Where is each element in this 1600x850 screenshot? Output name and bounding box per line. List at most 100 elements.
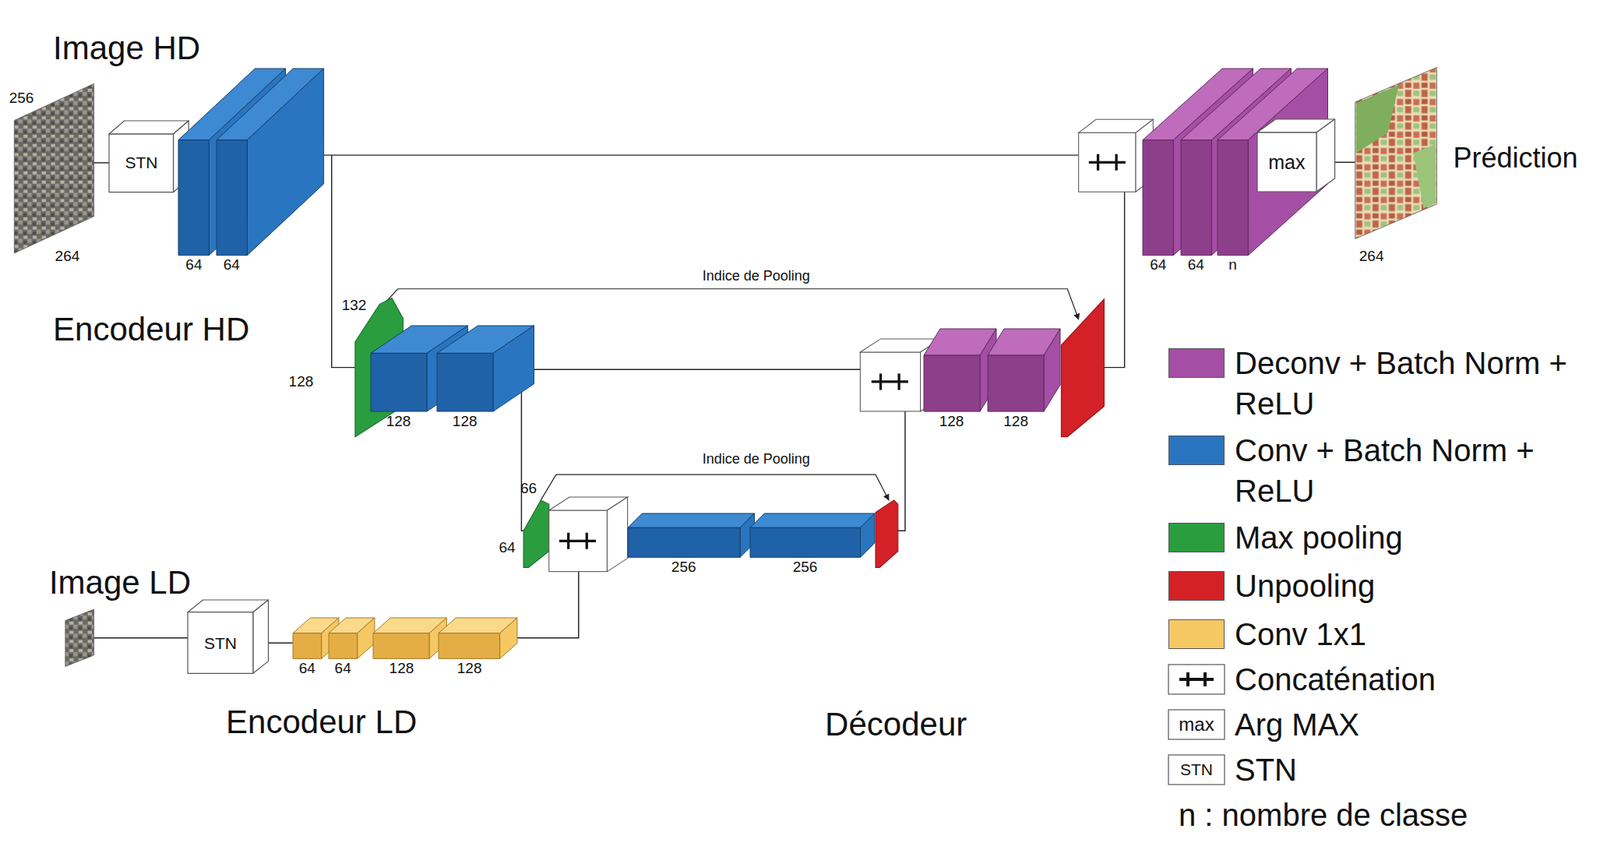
block-front xyxy=(1257,132,1317,192)
argmax-box: max xyxy=(1257,119,1336,192)
text-slot: 128 xyxy=(386,412,412,431)
block-front xyxy=(627,527,741,557)
concat-symbol xyxy=(1088,154,1126,171)
legend-text: Concaténation xyxy=(1234,659,1582,700)
block-shape xyxy=(216,68,325,256)
dimension: 256 xyxy=(9,88,35,106)
block-side xyxy=(493,325,534,412)
block-shape xyxy=(373,617,447,659)
legend-text: Deconv + Batch Norm + ReLU xyxy=(1234,342,1582,424)
concat-face xyxy=(1078,132,1136,192)
section-title: Encodeur LD xyxy=(225,703,417,741)
legend-slot: Conv 1x1 xyxy=(1234,613,1582,655)
block-front xyxy=(1180,139,1212,255)
block-side xyxy=(1247,68,1328,256)
text-slot: 128 xyxy=(1003,412,1029,431)
label-slot: Image LD xyxy=(49,563,191,603)
hd-image xyxy=(14,83,94,253)
text-slot: 64 xyxy=(185,256,202,275)
concat-face xyxy=(859,352,920,412)
channel-count: 64 xyxy=(299,659,316,677)
legend-text: Arg MAX xyxy=(1234,704,1582,745)
box-label: max xyxy=(1268,150,1305,174)
text-slot: max xyxy=(1257,132,1317,192)
pooling-index-arrow xyxy=(385,288,1079,320)
legend-sample-text: STN xyxy=(1180,760,1213,779)
block-front xyxy=(750,527,860,557)
label-slot: 64 xyxy=(498,539,515,557)
ld-image xyxy=(65,609,95,667)
legend-slot: n : nombre de classe xyxy=(1178,794,1584,836)
wire xyxy=(898,411,906,531)
label-slot: 256 xyxy=(9,88,35,107)
legend-swatch xyxy=(1168,619,1225,649)
label-slot: 264 xyxy=(55,246,81,265)
wire xyxy=(1103,191,1125,367)
box-label: STN xyxy=(124,152,158,173)
block-front xyxy=(328,632,358,659)
wire xyxy=(94,162,110,163)
unpooling xyxy=(875,500,899,568)
channel-count: 128 xyxy=(1003,412,1029,430)
text-slot: 64 xyxy=(223,256,240,275)
block-front xyxy=(373,632,430,659)
dimension: 128 xyxy=(288,373,314,390)
text-slot: STN xyxy=(109,133,174,193)
channel-count: 128 xyxy=(939,412,965,430)
conv-block: 128 xyxy=(437,325,534,412)
block-side xyxy=(859,513,875,557)
legend-sample-box xyxy=(1168,709,1225,740)
block-front xyxy=(437,352,494,412)
stn-box: STN xyxy=(187,599,268,674)
input-title: Image HD xyxy=(52,28,201,66)
block-front xyxy=(987,355,1044,412)
legend-slot: Concaténation xyxy=(1234,659,1582,700)
concat-symbol xyxy=(559,532,596,550)
block-front xyxy=(1217,139,1248,255)
channel-count: 128 xyxy=(457,659,483,677)
text-slot: 256 xyxy=(671,558,697,577)
prediction-image xyxy=(1355,66,1438,239)
wire xyxy=(1334,162,1355,163)
block-top xyxy=(627,513,755,528)
legend-swatch xyxy=(1168,570,1225,601)
text-slot: 128 xyxy=(389,659,415,678)
output-title: Prédiction xyxy=(1452,141,1578,174)
conv1x1-block: 64 xyxy=(328,617,375,659)
prediction-vegetation xyxy=(1356,84,1400,154)
concat-cube xyxy=(549,496,628,572)
label-slot: Encodeur HD xyxy=(52,310,250,349)
block-shape xyxy=(438,617,518,659)
label-slot: Indice de Pooling xyxy=(702,451,811,469)
block-side xyxy=(356,617,374,659)
concat-symbol xyxy=(1179,672,1214,687)
concat-cube xyxy=(1078,119,1154,192)
block-side xyxy=(1316,119,1336,192)
block-side xyxy=(500,617,518,659)
text-slot: 64 xyxy=(1187,256,1205,275)
channel-count: 64 xyxy=(185,256,202,273)
text-slot: n xyxy=(1228,256,1238,275)
skip-wire xyxy=(533,368,860,370)
block-shape xyxy=(987,328,1061,412)
block-front xyxy=(109,133,174,193)
channel-count: 128 xyxy=(452,412,478,430)
wire xyxy=(94,637,189,638)
box-label: STN xyxy=(204,633,237,653)
channel-count: 128 xyxy=(389,659,415,677)
channel-count: n xyxy=(1228,256,1238,273)
legend-sample-box xyxy=(1168,664,1225,695)
channel-count: 64 xyxy=(1149,256,1167,273)
legend-sample-box xyxy=(1168,754,1225,785)
legend-slot: Max pooling xyxy=(1234,517,1582,558)
text-slot: 64 xyxy=(334,659,352,678)
label-slot: Encodeur LD xyxy=(225,702,417,742)
wire xyxy=(331,155,356,367)
dimension: 66 xyxy=(520,479,537,497)
block-side xyxy=(1043,328,1061,412)
legend-swatch xyxy=(1168,435,1225,466)
legend-slot: Conv + Batch Norm + ReLU xyxy=(1234,429,1582,512)
input-title: Image LD xyxy=(49,563,191,601)
text-slot: 64 xyxy=(1149,256,1167,275)
conv-block: 256 xyxy=(750,513,875,557)
